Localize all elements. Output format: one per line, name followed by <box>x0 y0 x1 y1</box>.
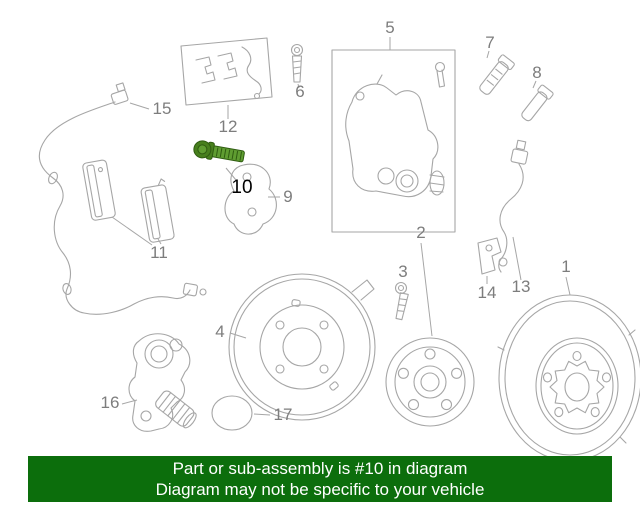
parking-actuator-part <box>128 333 197 432</box>
callout-17: 17 <box>274 405 293 424</box>
callout-13: 13 <box>512 277 531 296</box>
highlighted-bolt-part-10 <box>193 140 245 163</box>
banner-line-1: Part or sub-assembly is #10 in diagram <box>172 459 468 478</box>
abs-sensor-wire-right-part <box>498 139 529 273</box>
banner-line-2: Diagram may not be specific to your vehi… <box>155 480 485 499</box>
callout-1: 1 <box>561 257 570 276</box>
callout-10-highlighted: 10 <box>231 177 252 198</box>
callout-2: 2 <box>416 223 425 242</box>
guide-pin-part-7 <box>479 54 515 95</box>
bolt-part-6 <box>290 43 304 83</box>
callout-7: 7 <box>485 33 494 52</box>
hardware-kit-part <box>180 37 273 106</box>
sensor-bracket-part <box>477 237 502 275</box>
leader-lines <box>111 37 571 416</box>
callout-labels: 1 2 3 4 5 6 7 8 9 10 11 12 13 14 15 16 1… <box>101 18 571 424</box>
hub-bearing-part <box>385 337 475 427</box>
callout-4: 4 <box>215 322 224 341</box>
splash-shield-part <box>228 273 376 421</box>
brake-rotor-part <box>497 294 640 462</box>
caliper-assembly-part <box>331 49 456 233</box>
callout-11: 11 <box>150 243 168 262</box>
o-ring-part <box>211 395 253 431</box>
callout-16: 16 <box>101 393 120 412</box>
callout-5: 5 <box>385 18 394 37</box>
callout-15: 15 <box>153 99 172 118</box>
callout-3: 3 <box>398 262 407 281</box>
callout-9: 9 <box>283 187 292 206</box>
callout-8: 8 <box>532 63 541 82</box>
callout-12: 12 <box>219 117 238 136</box>
vehicle-note-banner: Part or sub-assembly is #10 in diagram D… <box>28 456 612 502</box>
abs-sensor-wire-left-part <box>38 82 207 315</box>
brake-pads-part <box>82 159 175 243</box>
callout-14: 14 <box>478 283 497 302</box>
mounting-bolt-part-3 <box>394 281 409 321</box>
guide-pin-part-8 <box>521 84 554 122</box>
callout-6: 6 <box>295 82 304 101</box>
caliper-bracket-part <box>224 163 277 235</box>
